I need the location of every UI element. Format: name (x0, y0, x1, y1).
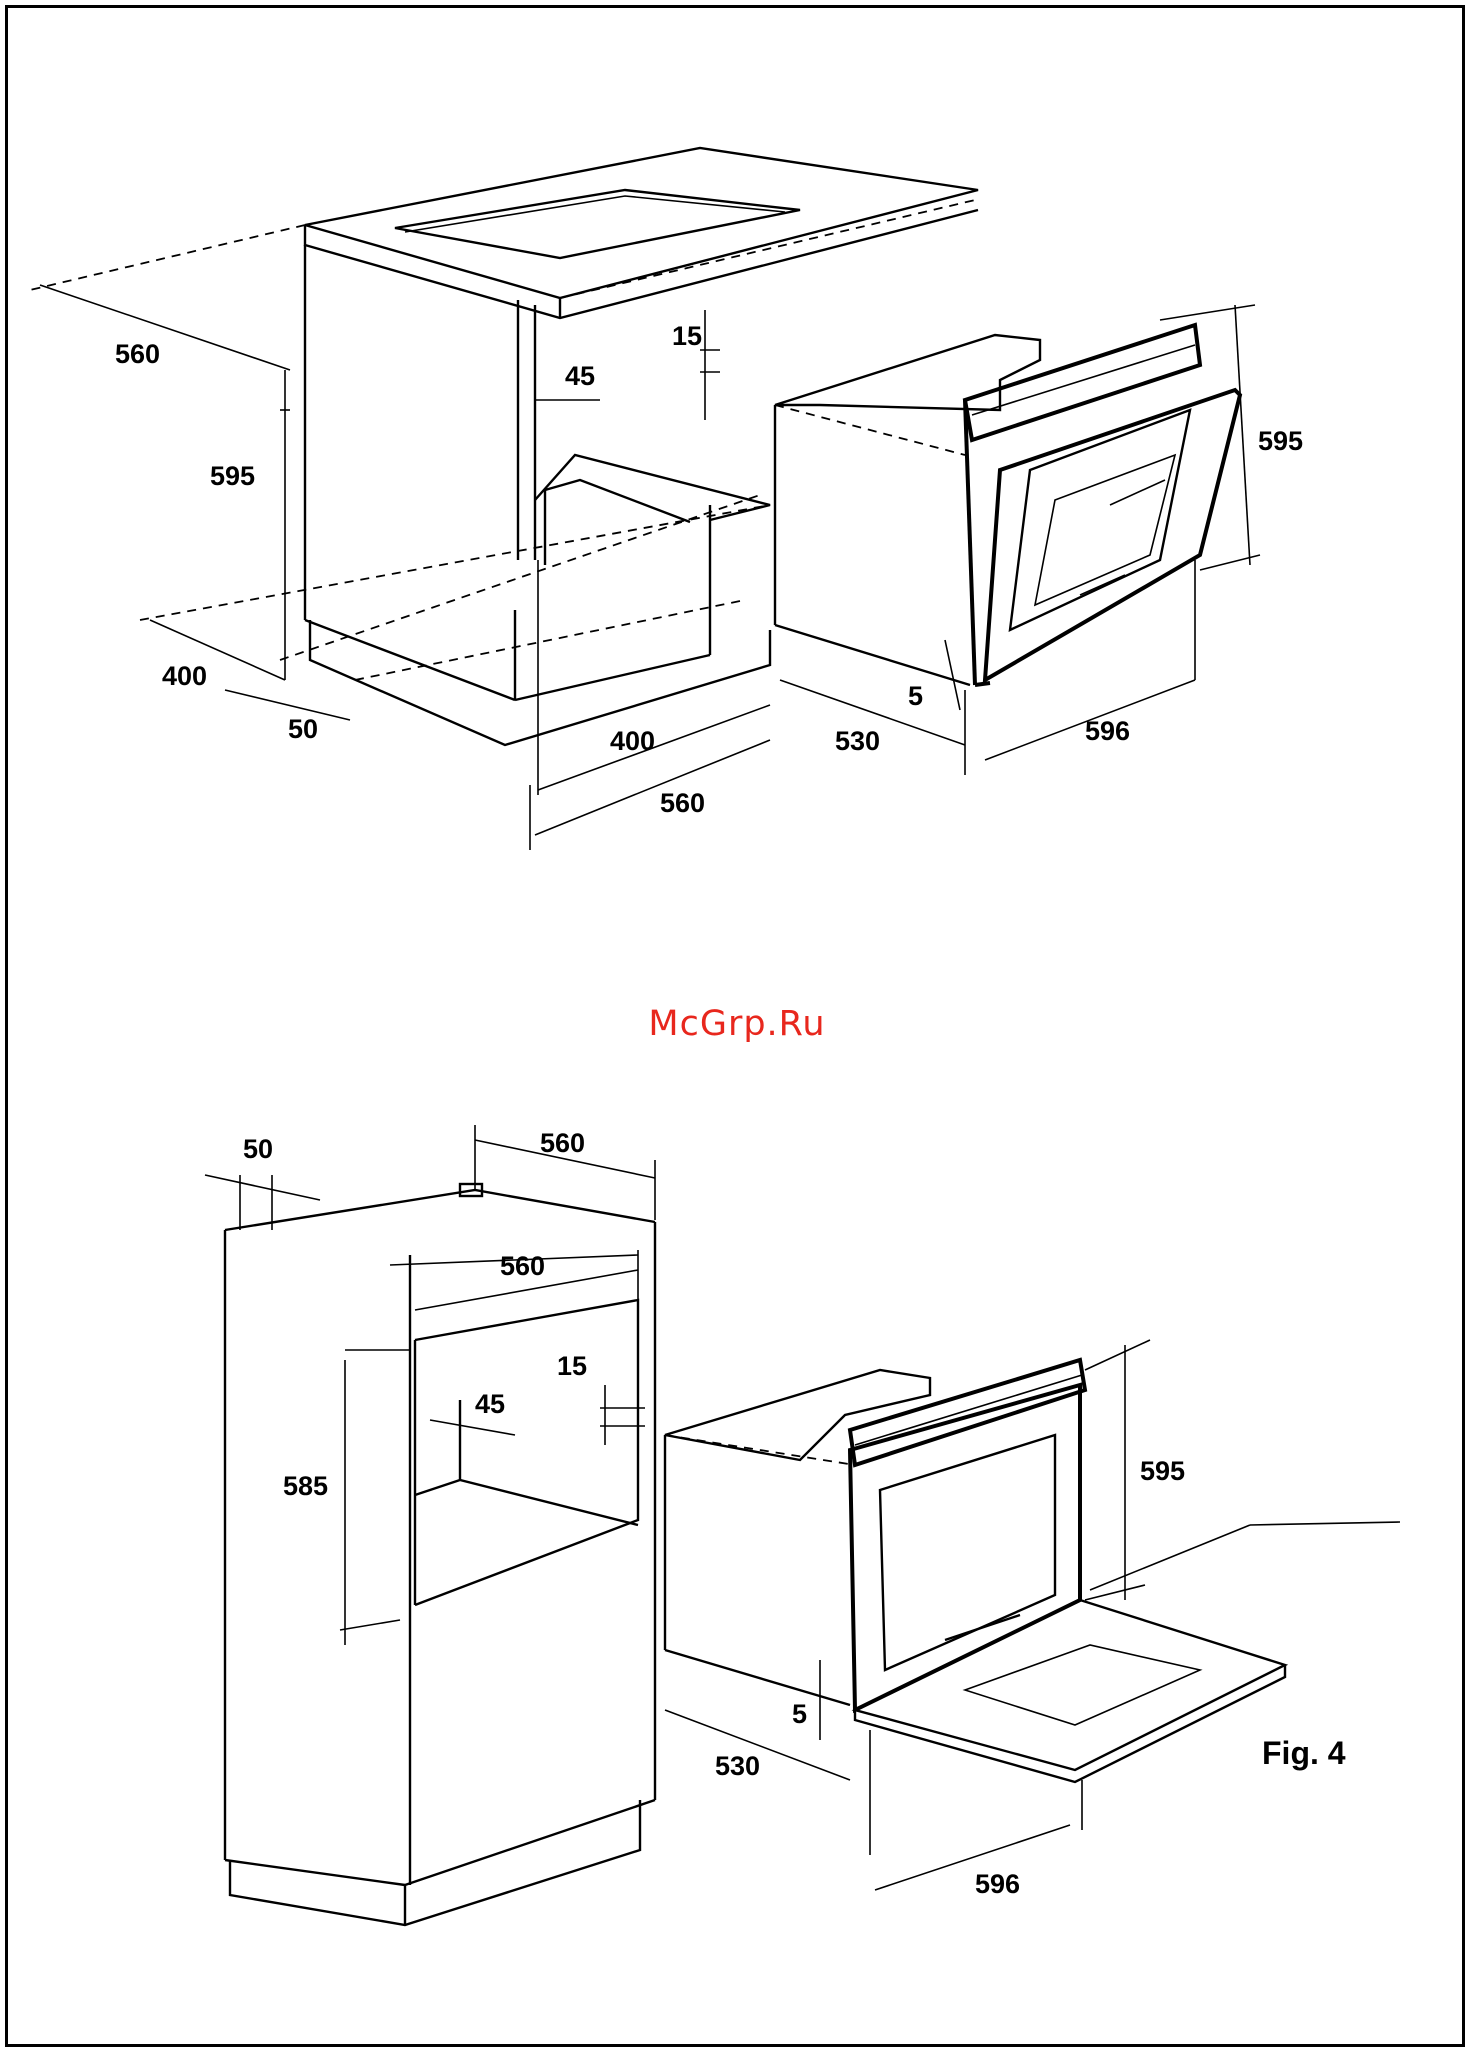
dim-oven-width: 596 (1085, 716, 1130, 746)
oven-top (665, 1370, 930, 1460)
dim-plinth: 50 (243, 1134, 273, 1164)
dim-oven-depth: 530 (715, 1751, 760, 1781)
dim-worktop-depth: 560 (115, 339, 160, 369)
dim-gap-side: 45 (565, 361, 595, 391)
watermark: McGrp.Ru (0, 1004, 1474, 1044)
bottom-oven-drawing (665, 1340, 1400, 1890)
dim-oven-offset: 5 (908, 681, 923, 711)
figure-label: Fig. 4 (1262, 1735, 1346, 1772)
dim-gap-top: 15 (557, 1351, 587, 1381)
dim-base-depth: 400 (162, 661, 207, 691)
dim-oven-width: 596 (975, 1869, 1020, 1899)
dim-oven-depth: 530 (835, 726, 880, 756)
dim-oven-offset: 5 (792, 1699, 807, 1729)
dim-cabinet-height: 595 (210, 461, 255, 491)
dim-column-width: 560 (540, 1128, 585, 1158)
dim-oven-height: 595 (1140, 1456, 1185, 1486)
oven-door (985, 390, 1240, 680)
open-oven-door (855, 1600, 1285, 1770)
dim-opening-width: 560 (500, 1251, 545, 1281)
dim-plinth: 50 (288, 714, 318, 744)
dim-opening-height: 585 (283, 1471, 328, 1501)
oven-top (775, 335, 1040, 410)
dim-opening-depth: 400 (610, 726, 655, 756)
tall-column-drawing (205, 1125, 655, 1925)
dim-oven-height: 595 (1258, 426, 1303, 456)
dim-gap-side: 45 (475, 1389, 505, 1419)
dim-opening-width: 560 (660, 788, 705, 818)
top-oven-drawing (775, 305, 1260, 775)
control-panel (850, 1360, 1085, 1465)
dim-gap-top: 15 (672, 321, 702, 351)
